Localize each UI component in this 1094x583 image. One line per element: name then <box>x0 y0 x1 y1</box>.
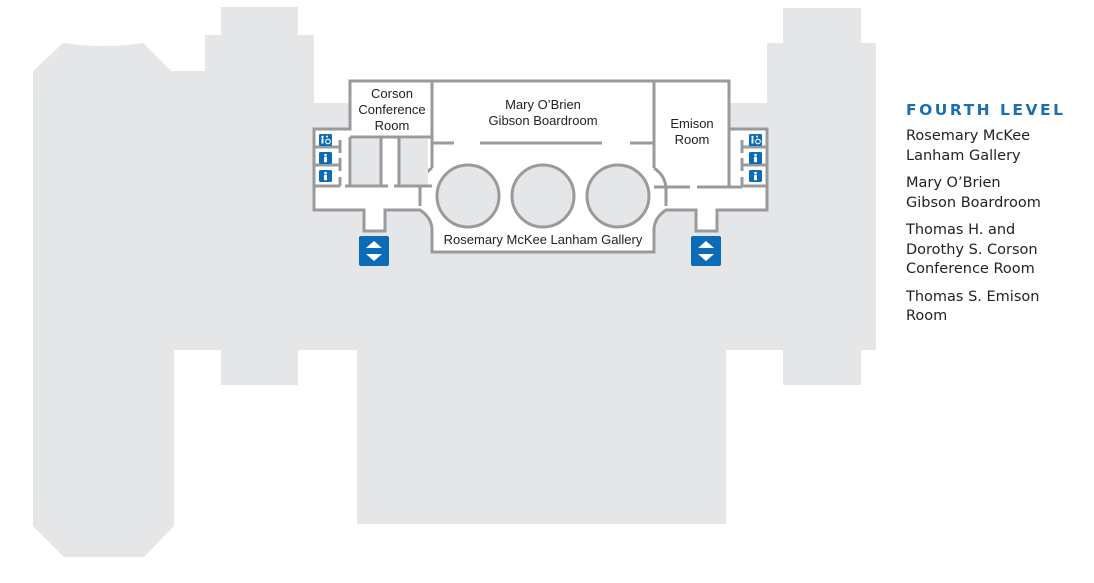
restroom-icon[interactable] <box>749 170 762 182</box>
legend-item-emison[interactable]: Thomas S. Emison Room <box>906 288 1040 325</box>
legend-item-gallery[interactable]: Rosemary McKee Lanham Gallery <box>906 128 1031 164</box>
legend: FOURTH LEVEL Rosemary McKee Lanham Galle… <box>906 101 1086 335</box>
accessible-restroom-icon[interactable] <box>319 134 332 146</box>
gallery-pedestal <box>435 163 501 229</box>
room-label-emison[interactable]: Emison Room <box>670 116 714 147</box>
room-label-boardroom[interactable]: Mary O’Brien Gibson Boardroom <box>488 97 598 128</box>
restroom-icon[interactable] <box>749 152 762 164</box>
gallery-pedestal <box>585 163 651 229</box>
level-title: FOURTH LEVEL <box>906 101 1066 119</box>
elevator-icon[interactable] <box>691 236 721 266</box>
right-restrooms <box>749 134 762 182</box>
elevator-icon[interactable] <box>359 236 389 266</box>
legend-item-corson[interactable]: Thomas H. and Dorothy S. Corson Conferen… <box>906 222 1038 277</box>
restroom-icon[interactable] <box>319 152 332 164</box>
interior-plan <box>312 79 769 254</box>
legend-item-boardroom[interactable]: Mary O’Brien Gibson Boardroom <box>906 175 1041 211</box>
left-restrooms <box>319 134 332 182</box>
room-label-corson[interactable]: Corson Conference Room <box>358 86 426 133</box>
room-label-gallery[interactable]: Rosemary McKee Lanham Gallery <box>443 232 643 247</box>
gallery-pedestal <box>510 163 576 229</box>
accessible-restroom-icon[interactable] <box>749 134 762 146</box>
restroom-icon[interactable] <box>319 170 332 182</box>
